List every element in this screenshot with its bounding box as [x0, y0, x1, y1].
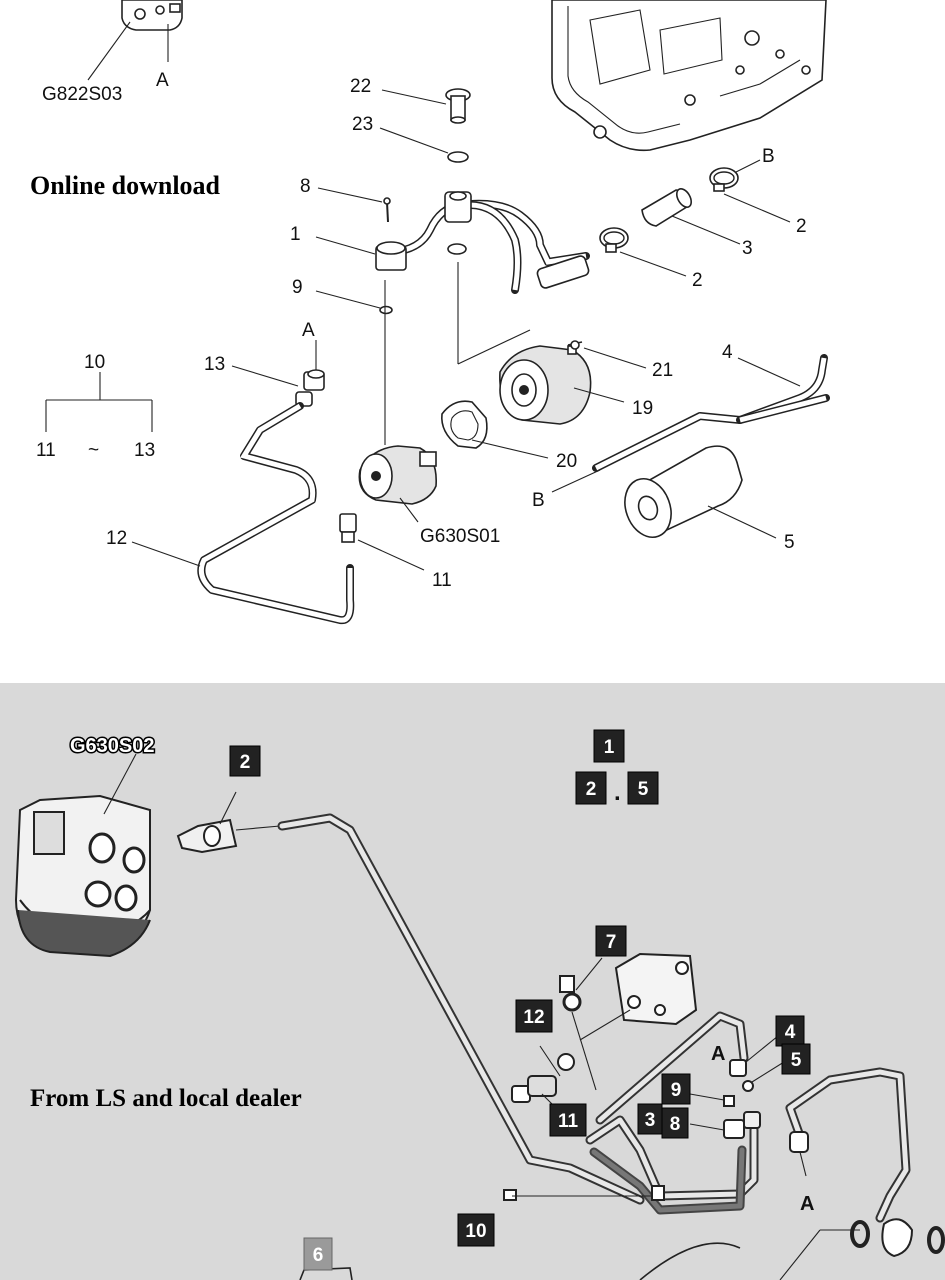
label-g630s02: G630S02	[70, 735, 155, 757]
tag-11: 11	[549, 1103, 587, 1137]
caption-online-download: Online download	[30, 171, 221, 200]
steering-pipe	[277, 813, 645, 1205]
svg-text:1: 1	[604, 737, 615, 758]
svg-text:11: 11	[558, 1111, 579, 1132]
callout-8: 8	[300, 176, 311, 197]
tag-7: 7	[595, 925, 627, 957]
label-dot: .	[614, 779, 621, 806]
callout-21: 21	[652, 360, 673, 381]
callout-20: 20	[556, 451, 577, 472]
banjo-bolt-22	[445, 88, 471, 124]
suction-pipe-assembly	[375, 191, 590, 294]
callout-11b: 11	[432, 570, 452, 591]
svg-text:5: 5	[791, 1050, 802, 1071]
hydraulic-pump-19	[499, 345, 592, 425]
callout-13a: 13	[204, 354, 225, 375]
callout-g822s03: G822S03	[42, 84, 122, 105]
washer-lower	[447, 243, 467, 255]
tag-12: 12	[515, 999, 553, 1033]
bottom-diagram-panel	[0, 683, 945, 1280]
label-a-2: A	[800, 1193, 814, 1215]
svg-text:8: 8	[670, 1114, 681, 1135]
tag-5-right: 5	[781, 1043, 811, 1075]
svg-text:4: 4	[785, 1022, 796, 1043]
hose-clamp-2-lower	[599, 227, 629, 253]
top-diagram-panel	[0, 0, 945, 683]
hose-sleeve-3	[641, 188, 693, 227]
steering-unit-g630s02	[14, 794, 151, 958]
callout-19: 19	[632, 398, 653, 419]
bottom-clamps	[299, 1218, 945, 1280]
callout-b-bot: B	[532, 490, 545, 511]
callout-3: 3	[742, 238, 753, 259]
o-ring-9	[379, 305, 393, 315]
callout-2b: 2	[692, 270, 703, 291]
callout-5: 5	[784, 532, 795, 553]
svg-text:10: 10	[465, 1221, 486, 1242]
callout-g630s01: G630S01	[420, 526, 500, 547]
fitting-3-8	[723, 1111, 761, 1139]
pump-g630s01	[358, 445, 437, 505]
group-bracket-10	[45, 372, 153, 432]
svg-text:2: 2	[240, 752, 251, 773]
tag-3: 3	[637, 1103, 663, 1135]
fitting-2-left	[176, 818, 238, 854]
tag-2-group: 2	[575, 771, 607, 805]
callout-4: 4	[722, 342, 733, 363]
callout-22: 22	[350, 76, 371, 97]
bolt-21	[570, 340, 580, 350]
tag-10: 10	[457, 1213, 495, 1247]
svg-text:3: 3	[645, 1110, 656, 1131]
svg-text:7: 7	[606, 932, 617, 953]
callout-1: 1	[290, 224, 301, 245]
hose-clamp-2-upper	[709, 167, 739, 192]
callout-tilde: ~	[88, 440, 99, 461]
caption-from-ls-dealer: From LS and local dealer	[30, 1085, 302, 1112]
washer-23	[447, 151, 469, 163]
pipe-12	[197, 402, 355, 625]
svg-text:12: 12	[523, 1007, 544, 1028]
tag-4: 4	[775, 1015, 805, 1047]
valve-block-g822s03	[121, 0, 183, 31]
fitting-10	[503, 1189, 517, 1201]
fitting-7	[559, 975, 582, 1012]
tag-5-group: 5	[627, 771, 659, 805]
elbow-fitting-13	[295, 369, 325, 407]
svg-text:2: 2	[586, 779, 597, 800]
tag-9: 9	[661, 1073, 691, 1105]
fitting-4-5	[729, 1059, 754, 1092]
callout-a-mid: A	[302, 320, 315, 341]
fitting-9	[723, 1095, 735, 1107]
pin-8	[386, 201, 389, 223]
tag-8: 8	[661, 1107, 689, 1139]
callout-10: 10	[84, 352, 105, 373]
fitting-11-bottom	[511, 1053, 575, 1103]
fitting-11	[339, 513, 357, 543]
pressure-pipe-4	[592, 354, 830, 472]
callout-12: 12	[106, 528, 127, 549]
tag-6: 6	[303, 1237, 333, 1271]
callout-23: 23	[352, 114, 373, 135]
gasket-20	[441, 400, 488, 449]
fitting-a-right	[789, 1131, 809, 1153]
callout-13b: 13	[134, 440, 155, 461]
tag-1: 1	[593, 729, 625, 763]
callout-9: 9	[292, 277, 303, 298]
svg-text:9: 9	[671, 1080, 682, 1101]
callout-11a: 11	[36, 440, 56, 461]
callout-a-top: A	[156, 70, 169, 91]
callout-b-top: B	[762, 146, 775, 167]
pipe-bundle	[585, 1011, 911, 1223]
svg-text:5: 5	[638, 779, 649, 800]
tag-2-left: 2	[229, 745, 261, 777]
transmission-housing	[551, 0, 827, 152]
oil-filter-5	[624, 445, 743, 538]
svg-text:6: 6	[313, 1245, 324, 1266]
valve-block	[614, 952, 698, 1026]
callout-2a: 2	[796, 216, 807, 237]
label-a-1: A	[711, 1043, 725, 1065]
